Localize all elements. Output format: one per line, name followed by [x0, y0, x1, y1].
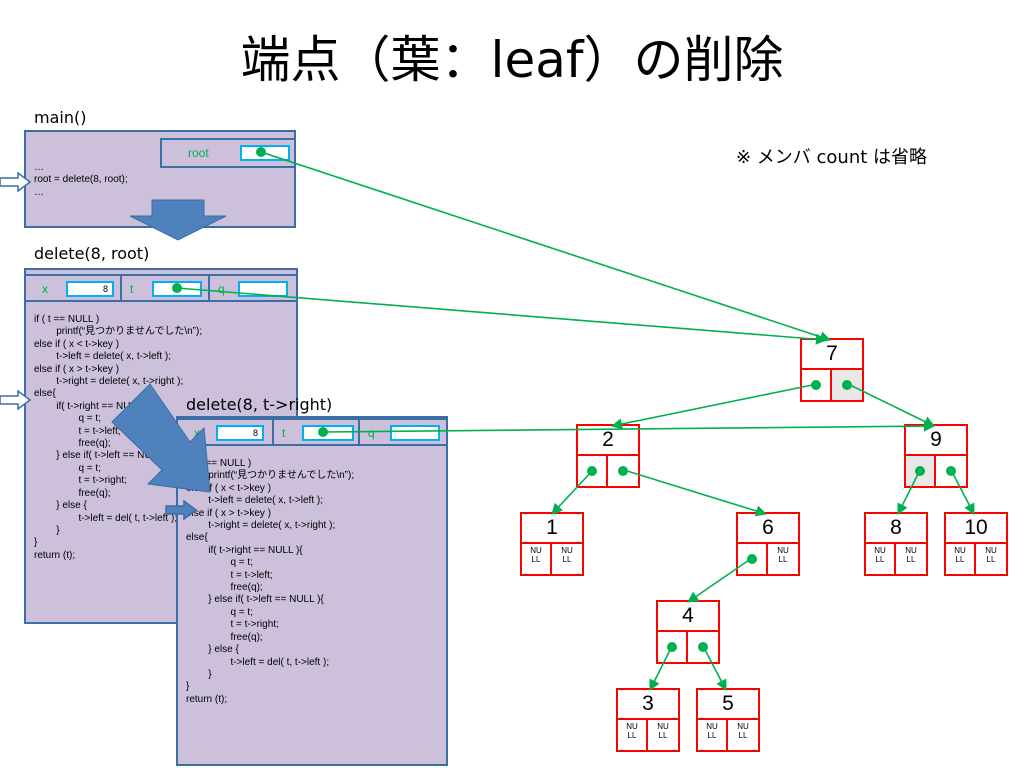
node-left-link — [906, 456, 936, 486]
tree-node-5: 5 NU LL NU LL — [696, 688, 760, 752]
tree-node-1: 1 NU LL NU LL — [520, 512, 584, 576]
null-right: NU LL — [561, 546, 573, 564]
var-q-name: q — [368, 426, 375, 440]
node-key: 5 — [698, 690, 758, 720]
node-key: 9 — [906, 426, 966, 456]
node-right-link — [936, 456, 966, 486]
tree-node-4: 4 — [656, 600, 720, 664]
var-x-name: x — [194, 426, 200, 440]
main-frame-label: main() — [34, 108, 87, 127]
left-pointer-dot — [811, 380, 821, 390]
q-pointer-box — [238, 281, 288, 297]
main-code: … root = delete(8, root); … — [34, 162, 128, 198]
null-left: NU LL — [618, 720, 648, 750]
delete1-var-row: x 8 t q — [24, 274, 298, 302]
node-right-link — [832, 370, 862, 400]
null-left: NU LL — [698, 720, 728, 750]
null-right: NU LL — [905, 546, 917, 564]
node-right-link — [608, 456, 638, 486]
var-x-name: x — [42, 282, 48, 296]
node-right-link — [688, 632, 718, 662]
t-pointer-box — [302, 425, 354, 441]
tree-node-2: 2 — [576, 424, 640, 488]
left-pointer-dot — [915, 466, 925, 476]
tree-node-6: 6 NU LL — [736, 512, 800, 576]
node-key: 6 — [738, 514, 798, 544]
null-right: NU LL — [737, 722, 749, 740]
left-pointer-dot — [747, 554, 757, 564]
delete2-frame: if ( t == NULL ) printf(“見つかりませんでした\n”);… — [176, 416, 448, 766]
x-value-box: 8 — [66, 281, 114, 297]
right-pointer-dot — [946, 466, 956, 476]
node-key: 1 — [522, 514, 582, 544]
null-left: NU LL — [866, 544, 896, 574]
var-t-name: t — [282, 426, 286, 440]
node-key: 4 — [658, 602, 718, 632]
node-key: 2 — [578, 426, 638, 456]
var-root-name: root — [188, 146, 209, 160]
delete2-var-x: x 8 — [178, 420, 274, 444]
node-left-link — [578, 456, 608, 486]
slide-title: 端点（葉：leaf）の削除 — [240, 31, 784, 89]
tree-node-8: 8 NU LL NU LL — [864, 512, 928, 576]
tree-node-10: 10 NU LL NU LL — [944, 512, 1008, 576]
node-left-link — [658, 632, 688, 662]
null-right: NU LL — [985, 546, 997, 564]
delete1-var-q: q — [210, 276, 296, 300]
delete2-var-q: q — [360, 420, 446, 444]
delete2-var-t: t — [274, 420, 360, 444]
node-key: 10 — [946, 514, 1006, 544]
left-pointer-dot — [667, 642, 677, 652]
delete2-code: if ( t == NULL ) printf(“見つかりませんでした\n”);… — [186, 458, 355, 705]
null-left: NU LL — [522, 544, 552, 574]
right-pointer-dot — [842, 380, 852, 390]
delete1-t-pointer-dot — [172, 283, 182, 293]
node-key: 7 — [802, 340, 862, 370]
var-q-name: q — [218, 282, 225, 296]
delete1-var-t: t — [122, 276, 210, 300]
x-value-box: 8 — [216, 425, 264, 441]
null-left: NU LL — [946, 544, 976, 574]
delete2-frame-label: delete(8, t->right) — [186, 395, 333, 414]
delete2-var-row: x 8 t q — [176, 418, 448, 446]
left-pointer-dot — [587, 466, 597, 476]
delete1-var-x: x 8 — [26, 276, 122, 300]
node-key: 3 — [618, 690, 678, 720]
delete2-t-pointer-dot — [318, 427, 328, 437]
tree-node-7: 7 — [800, 338, 864, 402]
node-key: 8 — [866, 514, 926, 544]
null-right: NU LL — [657, 722, 669, 740]
node-left-link — [738, 544, 768, 574]
var-t-name: t — [130, 282, 134, 296]
tree-node-9: 9 — [904, 424, 968, 488]
call-down-arrow — [129, 199, 227, 241]
right-pointer-dot — [698, 642, 708, 652]
node-left-link — [802, 370, 832, 400]
tree-node-3: 3 NU LL NU LL — [616, 688, 680, 752]
delete1-frame-label: delete(8, root) — [34, 244, 150, 263]
null-right: NU LL — [777, 546, 789, 564]
right-pointer-dot — [618, 466, 628, 476]
q-pointer-box — [390, 425, 440, 441]
